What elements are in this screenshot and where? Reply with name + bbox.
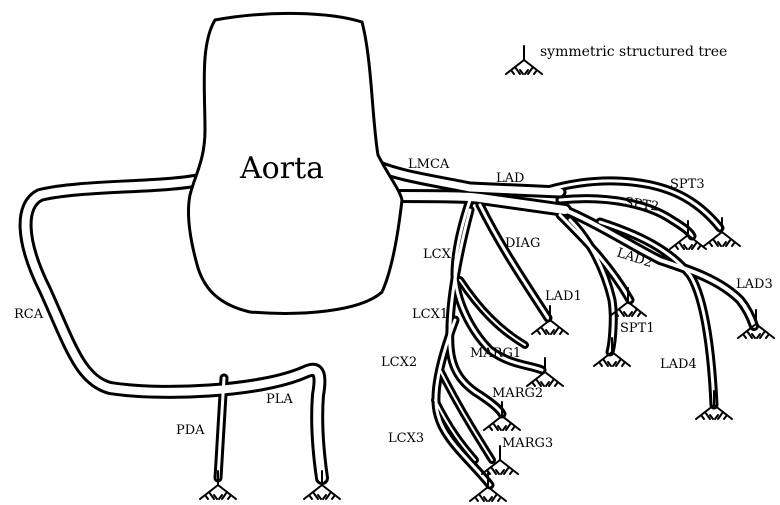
tree-lcx (527, 358, 563, 386)
structured-tree-icon (506, 46, 542, 74)
label-marg3: MARG3 (502, 436, 553, 451)
label-pla: PLA (266, 392, 293, 407)
label-spt2: SPT2 (623, 195, 659, 215)
legend-tree-glyph (506, 46, 542, 74)
legend-label: symmetric structured tree (540, 44, 727, 60)
tree-lad4 (696, 391, 732, 419)
label-lcx: LCX (423, 247, 452, 262)
label-rca: RCA (14, 307, 44, 322)
label-lcx1: LCX1 (412, 307, 448, 322)
tree-diag (532, 306, 568, 334)
vessel-spt1-lumen (570, 220, 613, 352)
label-lmca: LMCA (408, 157, 450, 172)
tree-spt1 (594, 338, 630, 366)
label-spt1: SPT1 (620, 321, 655, 336)
label-marg2: MARG2 (492, 386, 543, 401)
tree-lad3 (738, 310, 774, 338)
vessel-lad-main (565, 210, 754, 326)
label-lcx3: LCX3 (388, 431, 424, 446)
tree-pla (304, 471, 340, 499)
tree-lcx2 (470, 473, 506, 501)
label-lad4: LAD4 (660, 357, 697, 372)
label-marg1: MARG1 (470, 346, 521, 361)
tree-pda (200, 471, 236, 499)
aorta-label: Aorta (239, 151, 324, 186)
label-lad: LAD (496, 171, 524, 186)
vessel-marg1 (460, 280, 525, 345)
label-spt3: SPT3 (670, 177, 705, 192)
label-diag: DIAG (505, 236, 540, 251)
label-pda: PDA (176, 423, 205, 438)
label-lad3: LAD3 (736, 277, 773, 292)
label-lad1: LAD1 (545, 289, 582, 304)
label-lcx2: LCX2 (381, 355, 417, 370)
